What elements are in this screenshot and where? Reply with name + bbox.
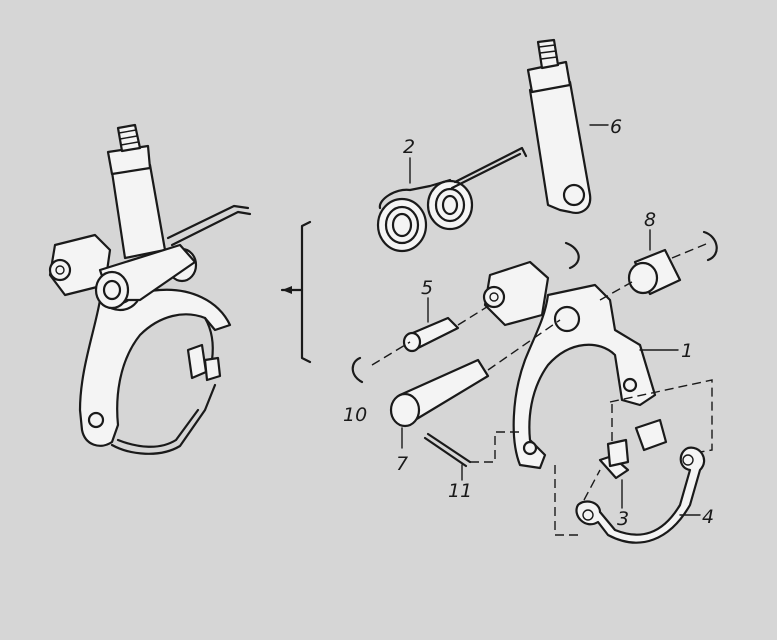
callout-1: 1 — [681, 340, 693, 362]
callout-labels: 1 2 3 4 5 6 7 8 10 11 — [343, 116, 714, 530]
part-lever-block — [482, 260, 550, 327]
callout-11: 11 — [448, 480, 472, 502]
transition-bracket — [280, 220, 312, 364]
callout-6: 6 — [610, 116, 622, 138]
callout-10: 10 — [343, 404, 367, 426]
part-3-pads — [598, 418, 668, 509]
part-1-yoke — [512, 283, 679, 470]
callout-2: 2 — [403, 136, 415, 158]
part-7-pin — [389, 358, 490, 449]
part-6-shaft — [526, 38, 609, 214]
callout-8: 8 — [644, 209, 656, 231]
callout-4: 4 — [702, 506, 714, 528]
callout-5: 5 — [421, 277, 433, 299]
assembled-view — [48, 123, 252, 455]
callout-3: 3 — [617, 508, 629, 530]
retaining-clips — [351, 230, 718, 384]
part-11-cotter-pin — [423, 432, 472, 481]
part-8-bushing — [627, 229, 682, 296]
part-5-pin — [402, 297, 460, 353]
part-2-torsion-spring — [376, 146, 528, 253]
callout-7: 7 — [396, 453, 408, 475]
assembly-guide-lines — [371, 243, 713, 536]
part-4-strap — [575, 446, 706, 544]
